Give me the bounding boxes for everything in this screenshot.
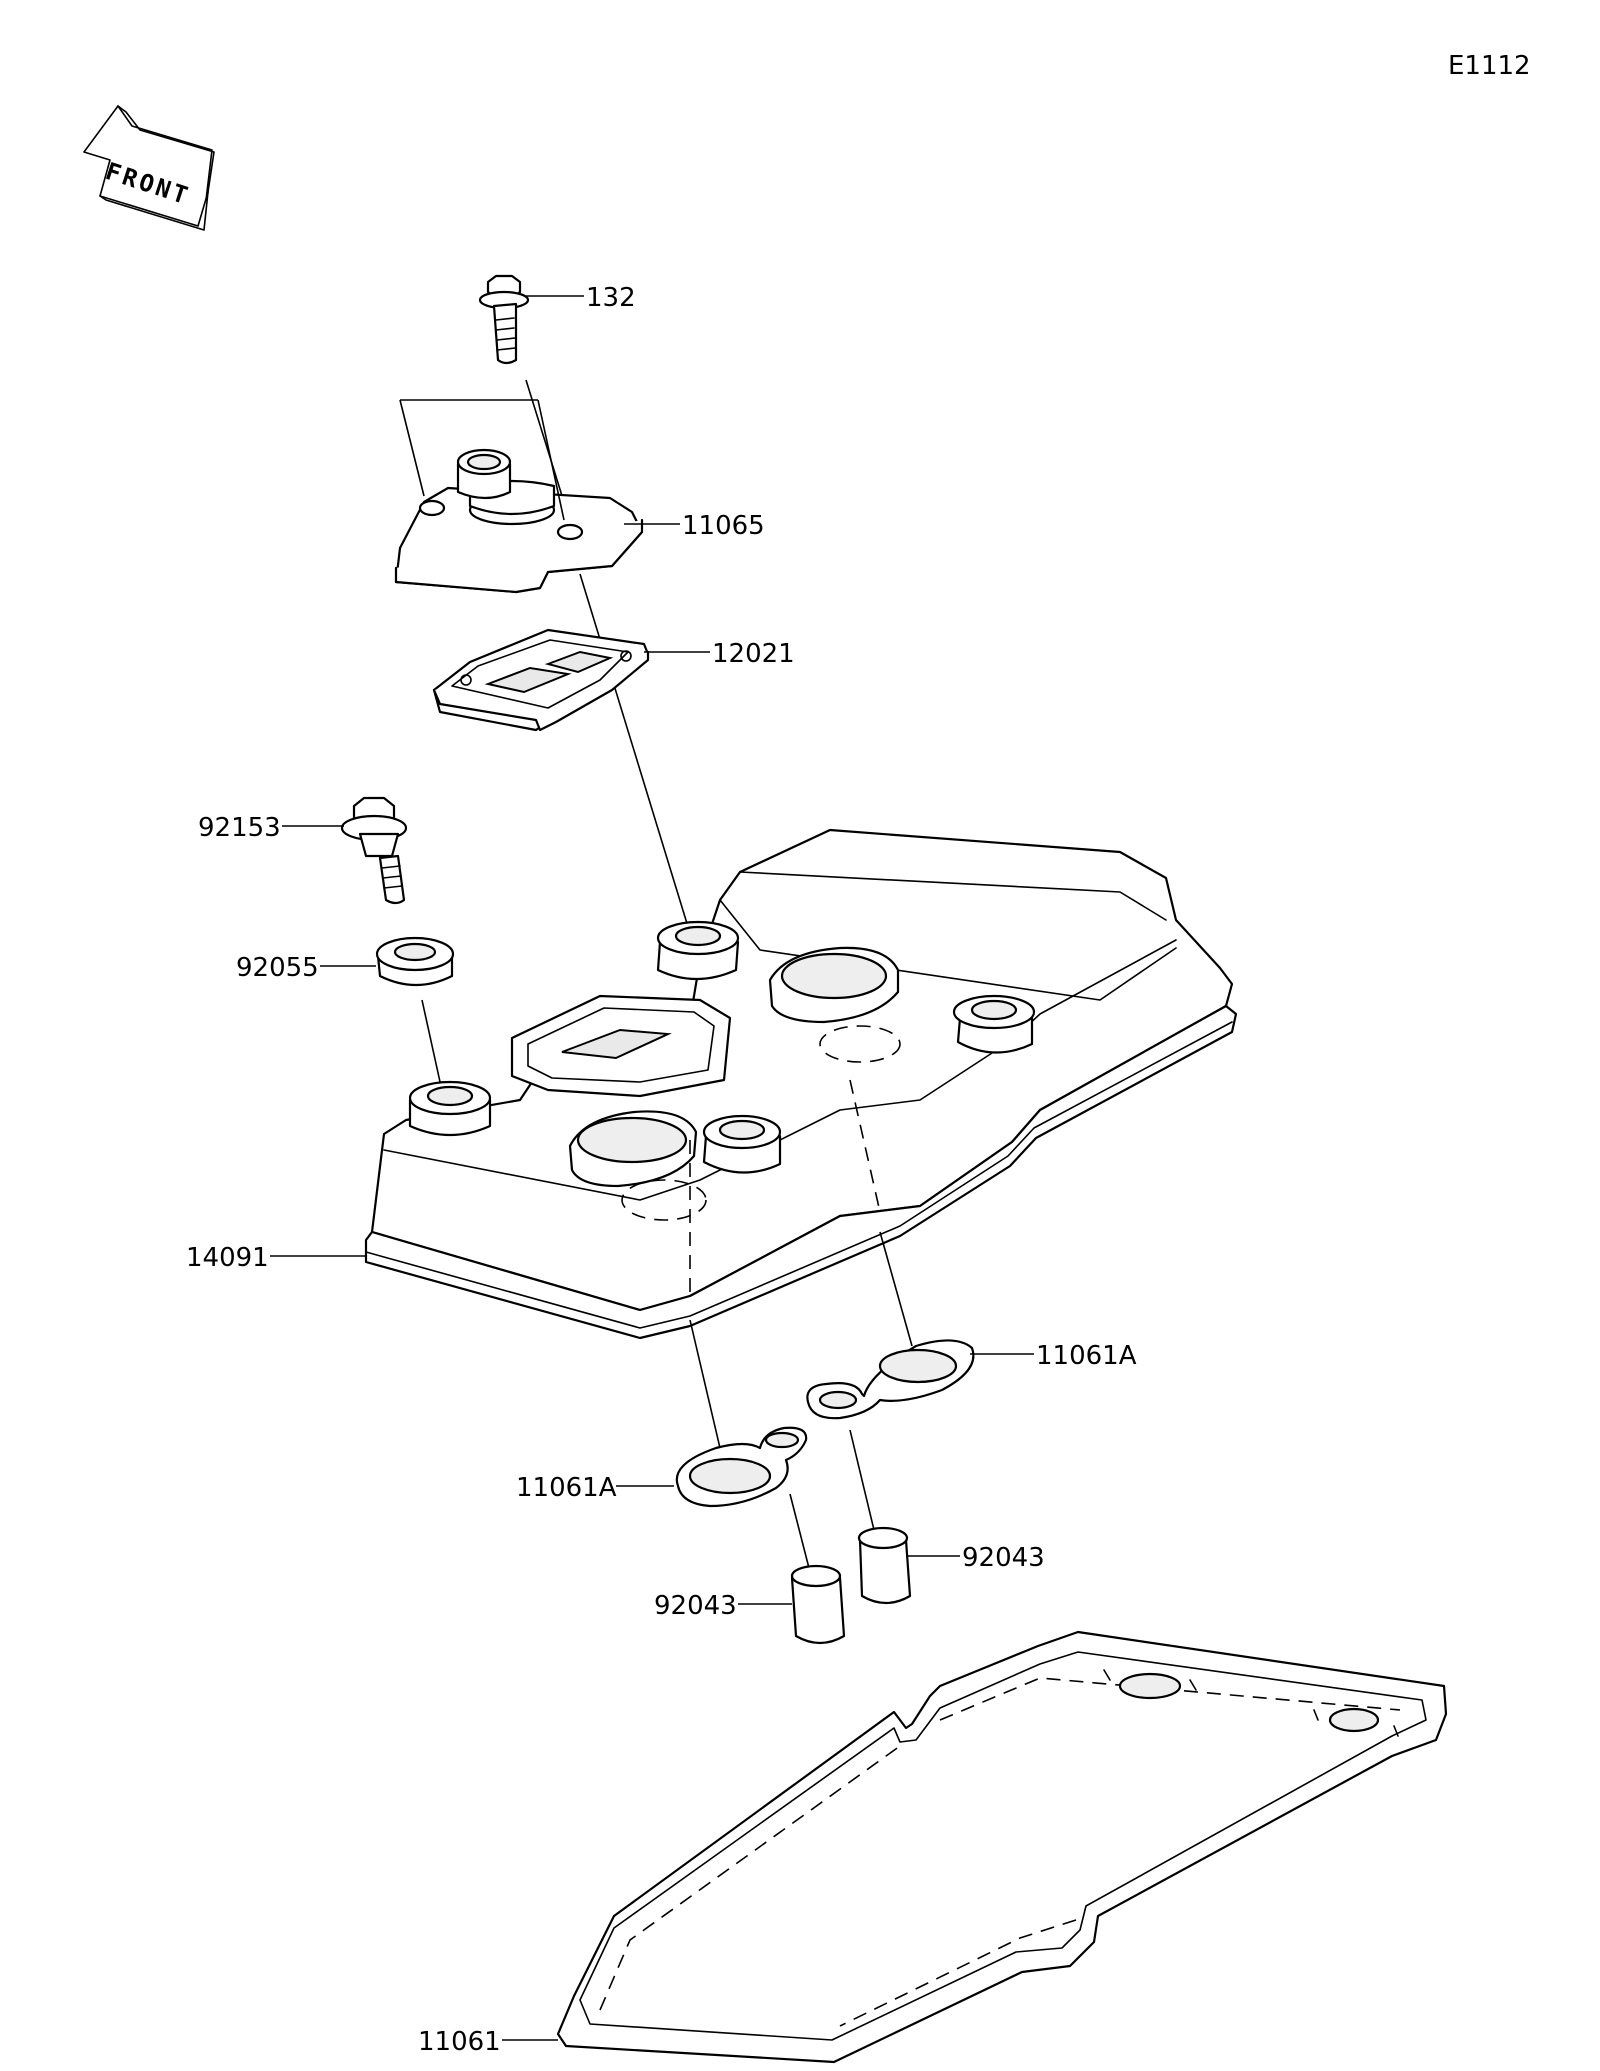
head-cover-14091 (364, 828, 1238, 1340)
breather-gasket-12021 (432, 628, 650, 732)
plug-gasket-11061a-right (806, 1339, 975, 1420)
label-11061a-left: 11061A (516, 1473, 617, 1503)
label-11065: 11065 (682, 511, 765, 541)
label-14091: 14091 (186, 1243, 269, 1273)
front-arrow-icon: FRONT (83, 105, 215, 231)
label-12021: 12021 (712, 639, 795, 669)
label-92153: 92153 (198, 813, 281, 843)
collar-92043-left (790, 1564, 846, 1645)
label-92043-right: 92043 (962, 1543, 1045, 1573)
diagram-code: E1112 (1448, 51, 1531, 81)
label-92055: 92055 (236, 953, 319, 983)
bolt-132 (478, 274, 530, 365)
label-11061a-right: 11061A (1036, 1341, 1137, 1371)
label-92043-left: 92043 (654, 1591, 737, 1621)
plug-gasket-11061a-left (675, 1426, 808, 1508)
breather-cover-11065 (394, 448, 644, 594)
label-132: 132 (586, 283, 636, 313)
cover-bolt-92153 (340, 796, 408, 905)
grommet-92055 (375, 936, 455, 986)
cover-gasket-11061 (556, 1630, 1448, 2064)
collar-92043-right (857, 1526, 912, 1605)
label-11061: 11061 (418, 2027, 501, 2057)
